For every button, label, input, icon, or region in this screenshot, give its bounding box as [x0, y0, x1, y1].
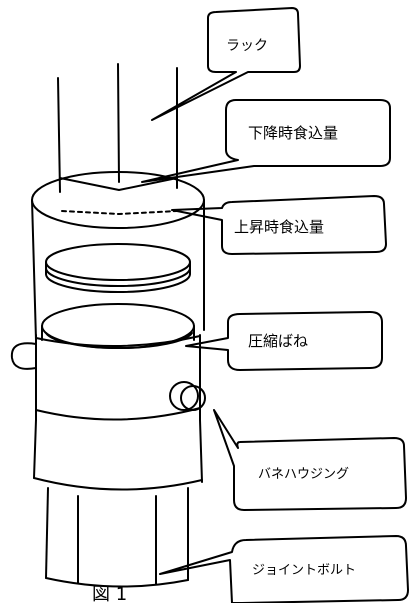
callout-descent-bite-bubble — [141, 99, 391, 183]
descent-bite-line — [59, 177, 178, 191]
callout-ascent-bite-bubble — [171, 195, 387, 255]
rack-rods — [57, 63, 178, 215]
bolt-bottom-edge — [45, 577, 189, 588]
callout-housing-bubble — [213, 409, 407, 511]
disc-groove — [45, 267, 191, 287]
lower-body — [33, 419, 203, 491]
callout-ascent-bite — [171, 195, 387, 255]
upper-piston-disc — [45, 243, 191, 293]
rack-rod-left — [57, 77, 61, 193]
side-knobs — [10, 342, 206, 411]
right-knob-outer — [169, 381, 199, 411]
callout-spring-bubble — [185, 311, 383, 371]
callout-rack — [151, 7, 301, 121]
callout-spring-housing-label: バネハウジング — [258, 467, 349, 482]
callout-rack-label: ラック — [226, 38, 268, 54]
lower-left-wall — [33, 419, 37, 479]
callout-joint-bolt-label: ジョイントボルト — [252, 563, 356, 578]
outer-cylinder — [31, 171, 205, 341]
lower-right-wall — [199, 419, 203, 483]
figure-caption: 図 1 — [92, 584, 128, 605]
joint-bolt-body — [45, 487, 189, 588]
callout-bolt-bubble — [159, 535, 409, 603]
left-knob — [10, 342, 37, 370]
callout-compression-spring-label: 圧縮ばね — [248, 332, 308, 350]
bolt-left-wall — [45, 487, 49, 579]
lower-bottom-edge — [33, 477, 203, 491]
spring-top-inner — [45, 332, 193, 350]
callout-spring-housing — [213, 409, 407, 511]
cylinder-left-wall — [31, 199, 37, 341]
compression-spring-top — [41, 303, 195, 350]
callout-compression-spring — [185, 311, 383, 371]
callout-rack-bubble — [151, 7, 301, 121]
ascent-bite-line — [61, 210, 178, 215]
disc-bottom — [45, 273, 191, 293]
rack-rod-center — [117, 63, 120, 183]
callout-descent-bite — [141, 99, 391, 183]
callout-joint-bolt — [159, 535, 409, 603]
callout-ascent-bite-label: 上昇時食込量 — [234, 218, 324, 236]
disc-top — [45, 243, 191, 281]
housing-bottom-edge — [35, 407, 201, 421]
right-knob-inner — [180, 385, 206, 411]
callout-descent-bite-label: 下降時食込量 — [248, 124, 338, 142]
